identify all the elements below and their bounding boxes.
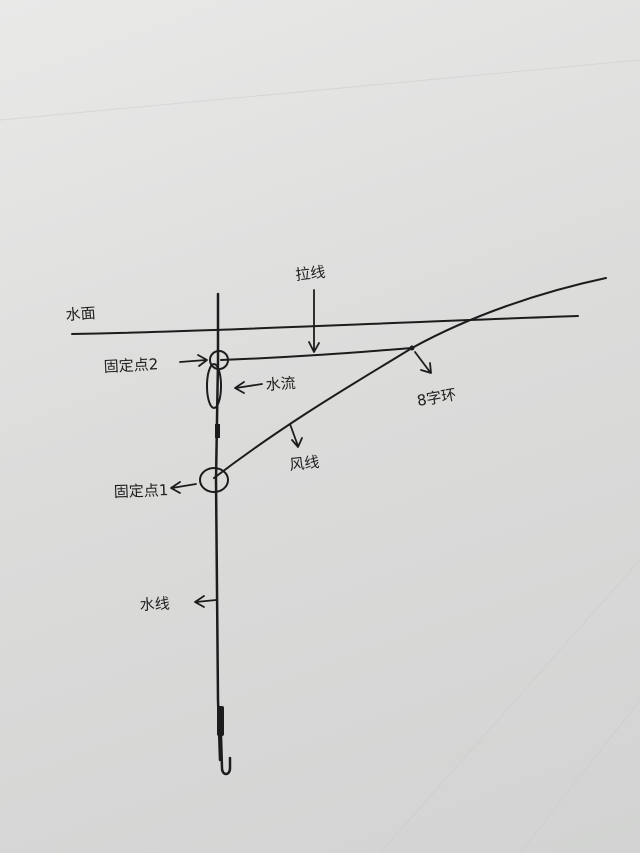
wind-line-arrow [289, 423, 303, 448]
water-surface-label: 水面 [65, 304, 96, 324]
wind-line-label: 风线 [289, 453, 321, 474]
water-flow-label: 水流 [265, 374, 296, 394]
main-line [214, 292, 222, 762]
pull-line-arrow [308, 289, 320, 353]
fixed-point-1-arrow [170, 481, 197, 494]
figure8-ring-label: 8字环 [416, 385, 458, 410]
water-flow-arrow [234, 381, 263, 394]
sinker [217, 706, 224, 736]
figure8-ring-dot [409, 345, 415, 351]
pull-line [220, 347, 413, 361]
fixed-point-2-label: 固定点2 [103, 355, 158, 376]
fixed-point-1-circle [199, 467, 229, 493]
paper-texture [0, 59, 640, 853]
pull-line-label: 拉线 [295, 263, 327, 284]
main-line-arrow [194, 595, 217, 608]
hook [219, 734, 232, 776]
water-surface-line [71, 315, 579, 335]
figure8-ring-arrow [414, 351, 432, 374]
fixed-point-1-label: 固定点1 [114, 481, 169, 501]
line-marker-top [215, 424, 220, 438]
fixed-point-2-arrow [179, 354, 208, 367]
float [206, 363, 222, 409]
main-line-label: 水线 [139, 594, 170, 614]
